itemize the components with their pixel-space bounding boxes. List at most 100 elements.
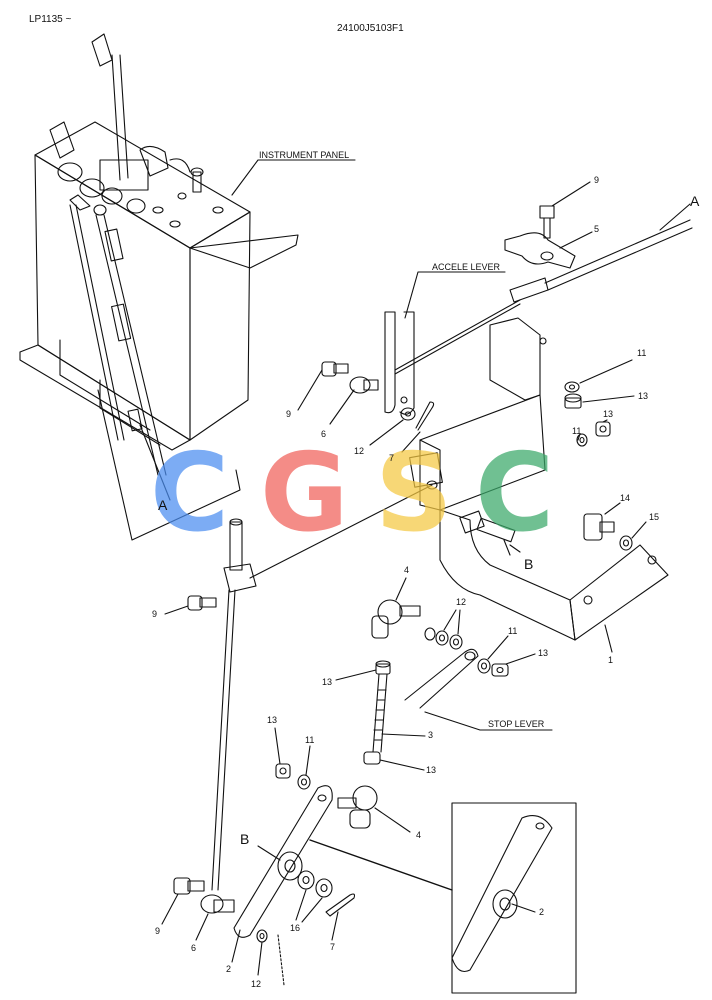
bracket-part-1 [410,318,668,640]
stop-lever-label: STOP LEVER [488,719,545,729]
ball-joint-part-4-lower [338,786,377,828]
ball-joint-6-upper-leader [330,390,354,424]
washers-12-leader-b [458,610,460,634]
part-number-12-upper: 12 [354,446,365,456]
lever-detail-view [452,803,576,993]
ball-joint-part-4-upper [372,600,420,638]
view-marker-a-left: A [158,497,168,513]
nut-part-11-upper [565,382,579,392]
ball-joint-part-6-lower [201,895,234,913]
bolt-9-lower-leader [162,894,178,924]
washer-11-mid-leader [578,434,580,440]
split-pin-7-lower-leader [332,912,338,940]
stop-lever-drawing [405,649,478,708]
accele-lever-label: ACCELE LEVER [432,262,501,272]
nut-13-lower-left-leader [275,728,280,764]
ball-joint-part-6-upper [350,377,378,393]
instrument-panel-label: INSTRUMENT PANEL [259,150,350,160]
split-pin-part-7-upper [416,402,434,430]
bolt-9-top-leader [552,182,590,206]
pin-part-lower [278,935,284,985]
part-number-6-upper: 6 [321,429,327,439]
b-marker-line [510,545,520,552]
washers-16-leader-b [302,898,322,922]
part-number-6-lower: 6 [191,943,197,953]
accele-lever-drawing [385,220,692,414]
watermark-letter-s: S [375,431,453,556]
washers-part-12-middle [425,628,462,649]
nut-13-top-leader [336,670,376,680]
part-number-12-lower: 12 [251,979,262,989]
bolt-14-leader [605,503,620,514]
detail-2-leader [512,904,535,912]
bolt-9-mid-leader [165,606,188,614]
view-a-outline [98,390,240,540]
watermark-letter-c2: C [475,431,555,556]
bracket-1-leader [605,625,612,652]
part-number-4-lower: 4 [416,830,422,840]
bolt-9-mid-to-bracket-line [250,485,432,578]
lever-b-marker-line [258,846,280,860]
part-number-9-mid: 9 [152,609,158,619]
nut-13-lower-right-leader [506,654,535,664]
ball-joint-4-upper-leader [396,578,406,600]
part-number-9-lower: 9 [155,926,161,936]
washer-11-lower-leader [488,636,508,659]
washer-15-leader [632,522,646,538]
split-pin-7-upper-leader [402,432,420,452]
split-pin-part-7-lower [326,894,355,916]
washers-part-16 [298,871,332,897]
nut-13-upper-leader [583,396,634,402]
part-number-2-detail: 2 [539,907,545,917]
nut-13-bottom-leader [380,760,424,770]
watermark-letter-g: G [260,431,349,556]
view-a-connector [140,425,170,500]
part-number-14: 14 [620,493,631,503]
part-number-9-left: 9 [286,409,292,419]
washer-part-11-lower [478,659,490,673]
part-number-16: 16 [290,923,301,933]
part-number-5: 5 [594,224,600,234]
instrument-panel-leader [232,160,355,195]
drawing-number: 24100J5103F1 [337,23,404,34]
view-marker-a-right: A [690,193,700,209]
part-number-11-mid: 11 [572,426,582,436]
stud-bolt-part-3 [364,661,390,764]
part-number-3: 3 [428,730,434,740]
nut-part-13-lower-right [492,664,508,676]
clamp-part-5 [505,233,575,268]
washer-part-11-lower-left [298,775,310,789]
cable-a-leader [660,204,690,230]
lever-part-2 [234,786,332,938]
part-number-2-lever: 2 [226,964,232,974]
view-marker-b-lever: B [240,831,250,847]
nut-part-13-upper [565,394,581,408]
nut-13-mid-leader [603,420,607,422]
part-number-13-mid: 13 [603,409,614,419]
part-number-9-top: 9 [594,175,600,185]
washer-part-15 [620,536,632,550]
part-number-15: 15 [649,512,660,522]
instrument-panel-drawing [20,34,298,475]
part-number-11-upper: 11 [637,348,647,358]
rod-assembly [212,519,256,890]
washer-11-lower-left-leader [306,746,310,775]
bolt-part-9-mid [188,596,216,610]
nut-11-upper-leader [580,360,632,383]
stop-lever-leader [425,712,552,730]
washer-12-lower-leader [258,942,262,975]
part-number-13-lower-right: 13 [538,648,549,658]
washer-part-12-lower [257,930,267,942]
accele-lever-leader [405,272,505,318]
b-tag-arc [504,540,510,555]
part-number-7-lower: 7 [330,942,336,952]
washers-16-leader-a [296,890,306,920]
lever-2-leader [232,930,240,962]
washer-part-12-upper [401,408,415,420]
part-number-7-upper: 7 [389,453,395,463]
nut-part-13-lower-left [276,764,290,778]
ball-joint-4-lower-leader [375,808,410,832]
washers-12-leader-a [444,610,456,630]
part-number-13-upper: 13 [638,391,649,401]
